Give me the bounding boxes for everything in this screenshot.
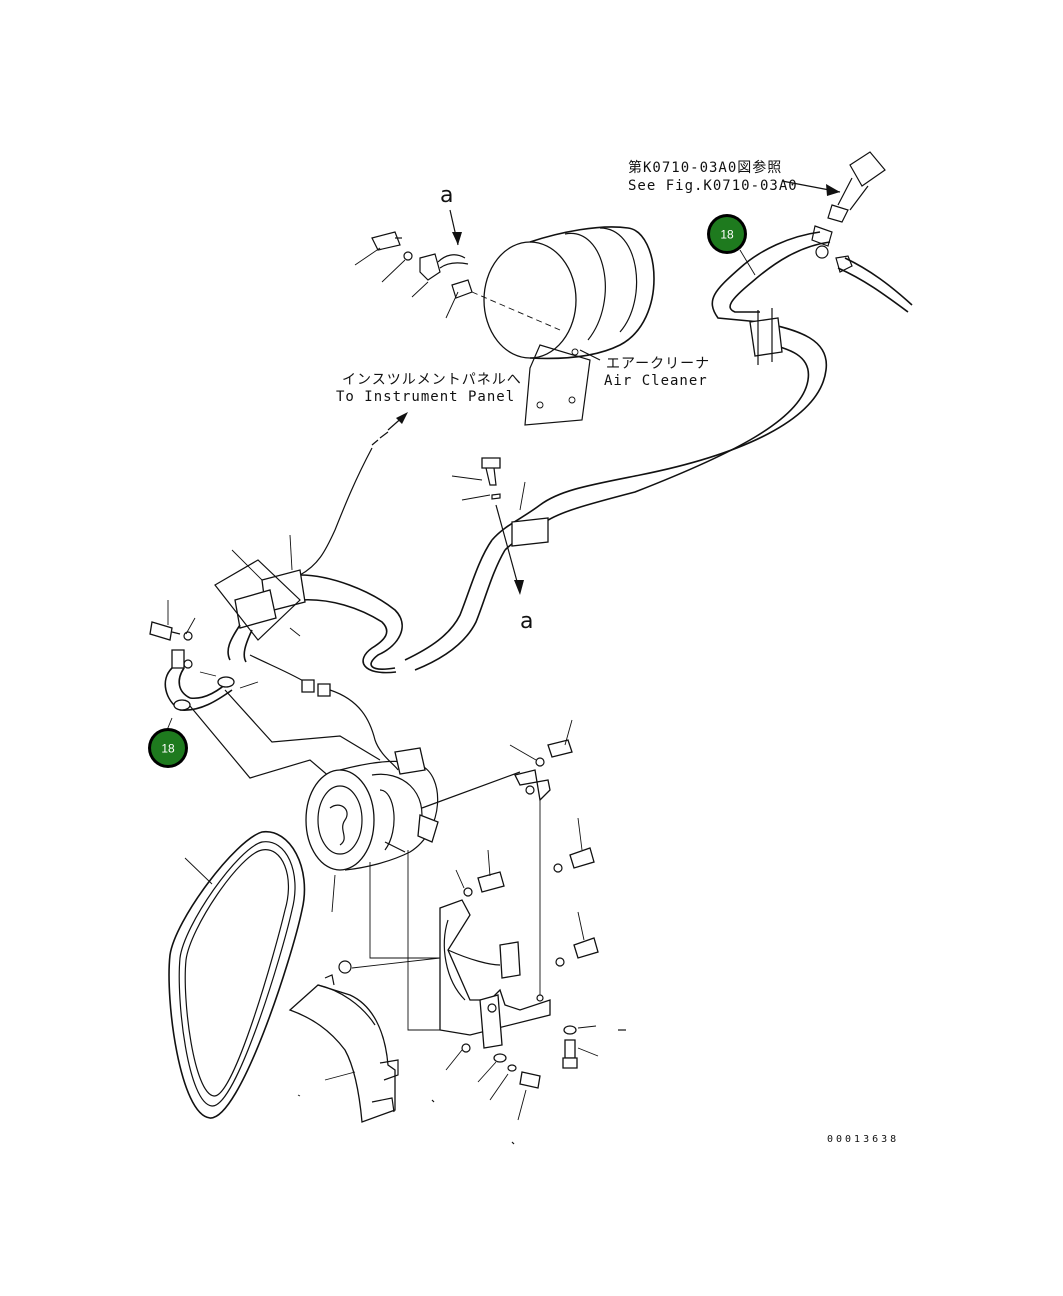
callout-badge-fill (151, 731, 185, 765)
instrument-label-en: To Instrument Panel (336, 389, 515, 405)
elbow-fitting-left (149, 600, 259, 736)
ref-a-bottom-label: a (520, 609, 533, 634)
callout-18-top[interactable]: 18 (707, 214, 756, 276)
bolts-bottom (431, 1025, 626, 1145)
mount-bracket (351, 800, 551, 1053)
callout-number: 18 (161, 742, 175, 756)
wire-harness (184, 654, 399, 791)
see-fig-label-en: See Fig.K0710-03A0 (628, 178, 798, 194)
belt-guard (288, 960, 399, 1123)
ref-a-top-label: a (440, 183, 453, 208)
compressor (305, 747, 439, 871)
air-cleaner (483, 226, 655, 426)
leaders-upper (354, 247, 459, 319)
pipe-upper-right (711, 225, 913, 323)
callout-number: 18 (720, 228, 734, 242)
see-fig-label-jp: 第K0710-03A0図参照 (628, 159, 782, 176)
instrument-panel-lead (299, 412, 408, 576)
callout-badge-fill (710, 217, 744, 251)
drawing-number: 00013638 (827, 1134, 899, 1145)
see-fig-arrowhead (826, 184, 840, 196)
hose-cluster (214, 534, 403, 674)
air-cleaner-label-jp: エアークリーナ (606, 356, 710, 372)
instrument-label-jp: インスツルメントパネルへ (342, 372, 522, 388)
long-pipe (404, 308, 828, 671)
bolt-middle (451, 457, 526, 595)
air-cleaner-label-en: Air Cleaner (604, 373, 708, 389)
sensor-bracket (371, 231, 561, 331)
top-fitting (827, 151, 886, 223)
callout-18-left[interactable]: 18 (148, 728, 188, 768)
v-belt (168, 831, 336, 1119)
bolt-stack-right (421, 719, 599, 967)
